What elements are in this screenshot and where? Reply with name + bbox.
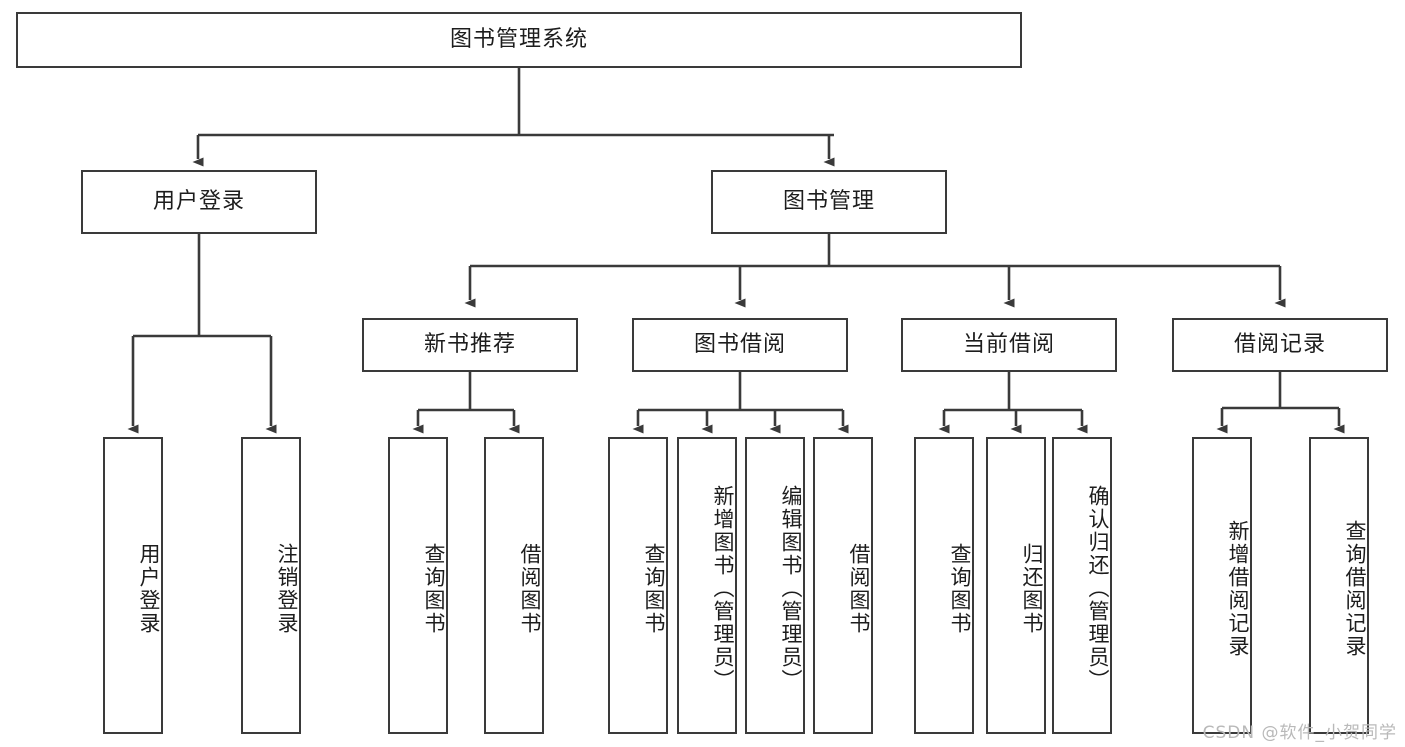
leaf-book-borrow-add[interactable]: 新增图书（管理员） [677,437,737,734]
node-user-login[interactable]: 用户登录 [81,170,317,234]
node-label: 新增图书（管理员） [711,485,735,692]
leaf-user-login-logout[interactable]: 注销登录 [241,437,301,734]
leaf-new-book-borrow[interactable]: 借阅图书 [484,437,544,734]
node-label: 新增借阅记录 [1226,519,1250,658]
leaf-current-borrow-confirm[interactable]: 确认归还（管理员） [1052,437,1112,734]
leaf-book-borrow-query[interactable]: 查询图书 [608,437,668,734]
node-book-management[interactable]: 图书管理 [711,170,947,234]
leaf-book-borrow-edit[interactable]: 编辑图书（管理员） [745,437,805,734]
node-label: 查询借阅记录 [1343,519,1367,658]
node-label: 新书推荐 [423,331,516,357]
node-label: 借阅图书 [847,542,871,635]
leaf-borrow-record-add[interactable]: 新增借阅记录 [1192,437,1252,734]
node-label: 用户登录 [152,188,245,214]
node-new-book-recommend[interactable]: 新书推荐 [362,318,578,372]
node-label: 借阅图书 [518,542,542,635]
leaf-book-borrow-borrow[interactable]: 借阅图书 [813,437,873,734]
leaf-current-borrow-return[interactable]: 归还图书 [986,437,1046,734]
node-label: 图书管理 [782,188,875,214]
node-current-borrow[interactable]: 当前借阅 [901,318,1117,372]
node-label: 查询图书 [948,542,972,635]
node-label: 图书管理系统 [449,26,588,52]
csdn-watermark: CSDN @软件_小贺同学 [1202,723,1397,743]
node-root-system[interactable]: 图书管理系统 [16,12,1022,68]
node-label: 图书借阅 [693,331,786,357]
node-label: 查询图书 [422,542,446,635]
node-label: 借阅记录 [1233,331,1326,357]
node-label: 注销登录 [275,542,299,635]
node-label: 归还图书 [1020,542,1044,635]
node-book-borrow[interactable]: 图书借阅 [632,318,848,372]
leaf-new-book-query[interactable]: 查询图书 [388,437,448,734]
node-label: 编辑图书（管理员） [779,485,803,692]
node-label: 查询图书 [642,542,666,635]
node-label: 当前借阅 [962,331,1055,357]
node-label: 用户登录 [137,542,161,635]
leaf-current-borrow-query[interactable]: 查询图书 [914,437,974,734]
leaf-borrow-record-query[interactable]: 查询借阅记录 [1309,437,1369,734]
leaf-user-login-login[interactable]: 用户登录 [103,437,163,734]
node-label: 确认归还（管理员） [1086,485,1110,692]
node-borrow-record[interactable]: 借阅记录 [1172,318,1388,372]
